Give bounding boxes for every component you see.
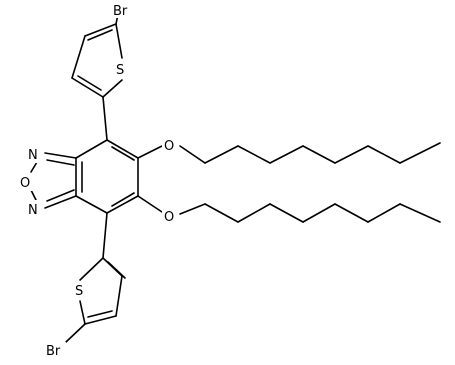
bond [179, 203, 206, 215]
bond-thiophene-to-core-top [102, 96, 108, 141]
label-bg [26, 145, 42, 163]
bond [269, 203, 304, 223]
atom-s-bottom: S [75, 284, 83, 299]
bond [179, 145, 206, 164]
atom-o-ring: O [20, 176, 30, 191]
bond [46, 189, 75, 202]
bond [237, 203, 271, 223]
octyloxy-chain-lower [137, 195, 441, 223]
bond [44, 195, 77, 209]
label-bg [162, 207, 179, 225]
bond [111, 192, 135, 207]
bond [204, 203, 239, 223]
bond [84, 23, 117, 37]
atom-o-ether-lower: O [164, 210, 174, 225]
bond [302, 203, 336, 223]
bond [75, 139, 108, 159]
bond [334, 203, 369, 223]
bond [84, 315, 117, 325]
bond [77, 75, 102, 91]
bond [137, 195, 163, 213]
atom-br-bottom: Br [46, 344, 61, 359]
atom-labels: Br S N O N O O S Br [18, 2, 179, 359]
bond [44, 152, 77, 159]
bond [79, 300, 86, 325]
label-bg [114, 60, 128, 78]
bond [137, 145, 163, 159]
bond [106, 195, 139, 214]
atom-n-lower: N [28, 203, 38, 218]
bond [399, 142, 441, 164]
label-bg [26, 200, 42, 218]
bond [87, 310, 113, 318]
atom-br-top: Br [113, 4, 128, 19]
bond [302, 145, 336, 164]
label-bg [162, 136, 179, 154]
bond [102, 79, 123, 98]
benzene-ring [75, 139, 139, 214]
label-bg [73, 281, 87, 299]
bond [115, 275, 123, 317]
bond [87, 29, 113, 41]
label-bg [44, 342, 66, 359]
bond [367, 203, 401, 223]
bond [71, 35, 86, 79]
bond [115, 23, 123, 59]
bond [399, 203, 441, 223]
bond [71, 77, 104, 98]
bond [204, 145, 239, 164]
bond [334, 145, 369, 164]
label-bg [18, 173, 34, 191]
bond [79, 257, 104, 281]
bond [65, 323, 86, 343]
atom-s-top: S [116, 63, 124, 78]
bond [30, 161, 38, 173]
bond [237, 145, 271, 164]
bond-thiophene-to-core-bottom [102, 212, 108, 259]
bond [269, 145, 304, 164]
bond [111, 146, 135, 161]
bond [106, 139, 139, 159]
top-thiophene-ring [71, 13, 123, 98]
bond [75, 195, 108, 214]
bond [46, 159, 75, 166]
bottom-thiophene-ring [65, 257, 126, 343]
label-bg [111, 2, 133, 18]
octyloxy-chain-upper [137, 142, 441, 164]
atom-o-ether-upper: O [164, 139, 174, 154]
bond [367, 145, 401, 164]
atom-n-upper: N [28, 148, 38, 163]
